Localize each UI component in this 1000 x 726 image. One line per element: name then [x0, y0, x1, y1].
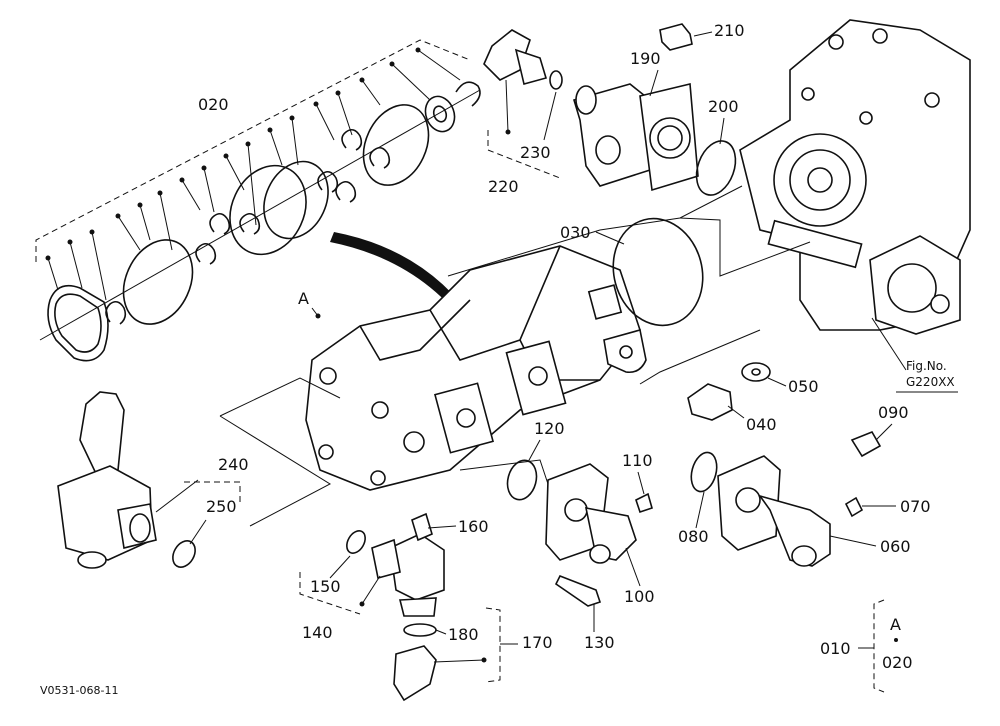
kit-legend: 010 A 020 [820, 599, 913, 693]
o-ring-080 [690, 451, 718, 493]
callout-210: 210 [714, 21, 745, 40]
callout-250: 250 [206, 497, 237, 516]
callout-170: 170 [522, 633, 553, 652]
figure-label-line2: G220XX [906, 375, 955, 389]
callout-020-bracket: 020 [198, 95, 229, 114]
seal-kit-020-group [35, 39, 481, 362]
elbow-fitting-240 [57, 391, 157, 569]
callout-200: 200 [708, 97, 739, 116]
gearbox-housing [739, 19, 971, 335]
lower-fittings [371, 512, 445, 702]
callout-040: 040 [746, 415, 777, 434]
o-ring-250 [172, 540, 196, 568]
plug-110 [635, 492, 653, 514]
callout-030: 030 [560, 223, 591, 242]
callout-090: 090 [878, 403, 909, 422]
flange-060 [717, 455, 831, 567]
callout-060: 060 [880, 537, 911, 556]
callout-010: 010 [820, 639, 851, 658]
callout-A-kit: A [890, 615, 901, 634]
main-pump-assembly [305, 245, 647, 491]
callout-180: 180 [448, 625, 479, 644]
callout-160: 160 [458, 517, 489, 536]
o-ring-030 [612, 217, 704, 327]
o-ring-150 [346, 530, 366, 554]
reference-code: V0531-068-11 [40, 684, 118, 697]
callout-100: 100 [624, 587, 655, 606]
callout-140: 140 [302, 623, 333, 642]
callout-130: 130 [584, 633, 615, 652]
callout-150: 150 [310, 577, 341, 596]
upper-fittings [483, 23, 737, 196]
bolt-130 [554, 574, 602, 607]
plug-040 [687, 383, 733, 421]
bolt-090 [850, 430, 882, 458]
figure-label-line1: Fig.No. [906, 359, 947, 373]
callout-020-kit: 020 [882, 653, 913, 672]
callout-050: 050 [788, 377, 819, 396]
callout-230: 230 [520, 143, 551, 162]
o-ring-120 [506, 459, 538, 501]
flange-100 [545, 463, 637, 564]
callout-220: 220 [488, 177, 519, 196]
callout-070: 070 [900, 497, 931, 516]
callout-A-main: A [298, 289, 309, 308]
callout-190: 190 [630, 49, 661, 68]
plug-070 [844, 496, 864, 518]
callout-080: 080 [678, 527, 709, 546]
figure-number-label: Fig.No. G220XX [871, 317, 958, 393]
callout-110: 110 [622, 451, 653, 470]
callout-120: 120 [534, 419, 565, 438]
callout-240: 240 [218, 455, 249, 474]
